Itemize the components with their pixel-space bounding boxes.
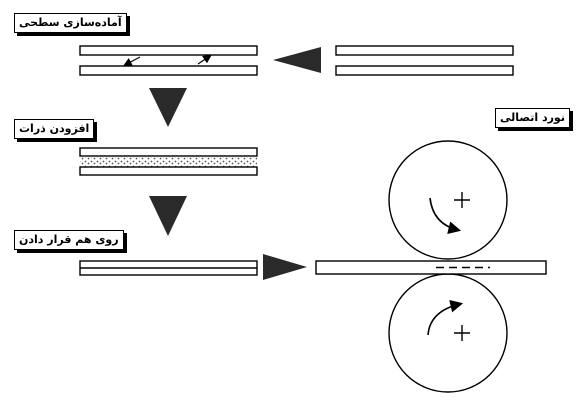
incoming-sheets — [335, 45, 514, 76]
label-roll-bonding: نورد اتصالی — [495, 108, 570, 128]
triangle-arrow-icon — [149, 88, 187, 127]
label-stacking: روی هم قرار دادن — [14, 230, 124, 250]
bonded-sheet — [315, 260, 547, 275]
curved-arrow-icon — [429, 197, 462, 234]
top-roll — [388, 140, 508, 260]
triangle-arrow-icon — [273, 47, 321, 73]
prepared-sheet-bottom — [79, 65, 258, 76]
particle-sheet-bottom — [79, 166, 258, 176]
surface-arrow-icon — [197, 54, 212, 65]
curved-arrow-icon — [427, 299, 464, 336]
surface-arrow-icon — [123, 56, 141, 67]
bonded-sheet-outer — [315, 260, 547, 275]
top-roll-circle — [388, 140, 508, 260]
label-surface-prep: آماده‌سازی سطحی — [14, 13, 127, 33]
incoming-sheet-top — [335, 45, 514, 56]
stacked-sheets — [79, 260, 258, 276]
triangle-arrow-icon — [263, 254, 307, 280]
plus-icon — [454, 325, 470, 341]
prepared-sheets — [79, 45, 258, 76]
sheets-with-particles — [79, 147, 258, 176]
prepared-sheet-top — [79, 45, 258, 56]
bottom-roll-circle — [388, 273, 508, 393]
bottom-roll — [388, 273, 508, 393]
label-add-particles: افزودن ذرات — [14, 119, 95, 139]
triangle-arrow-icon — [149, 196, 187, 236]
particle-layer — [80, 156, 257, 167]
incoming-sheet-bottom — [335, 65, 514, 76]
plus-icon — [454, 192, 470, 208]
particle-sheet-top — [79, 147, 258, 157]
